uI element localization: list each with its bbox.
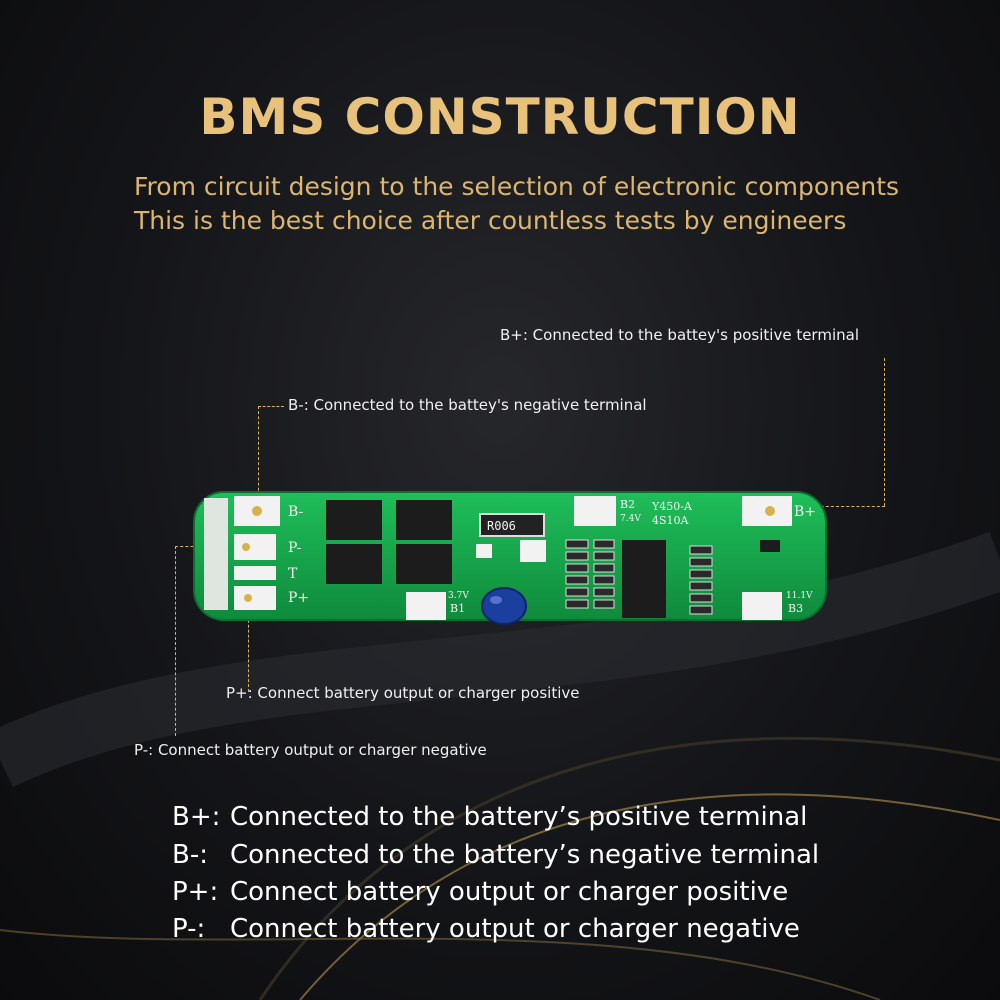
silk-b1: B1 [450,602,465,615]
callout-b-plus: B+: Connected to the battey's positive t… [500,326,859,344]
protection-ic [622,540,666,618]
leader-b-plus-h [790,506,885,507]
pad-label-b-plus: B+ [794,504,816,520]
silk-b2: B2 [620,498,635,511]
silk-7-4v: 7.4V [620,514,641,524]
legend-key: B+: [172,802,221,832]
legend-text: Connect battery output or charger positi… [230,877,789,907]
connector-strip [204,498,228,610]
leader-b-minus-v [258,406,259,506]
legend-key: P+: [172,877,219,907]
leader-p-minus-v [175,546,176,736]
silk-y450-a: Y450-A [651,500,693,513]
resistor-marking: R006 [487,519,516,533]
shunt-resistor [479,513,545,537]
pad-label-b-minus: B- [288,504,304,520]
thermistor [481,587,527,625]
mosfet-1 [326,500,382,540]
callout-b-minus: B-: Connected to the battey's negative t… [288,396,647,414]
pad-b1 [406,592,446,620]
mosfet-3 [396,500,452,540]
page-title: BMS CONSTRUCTION [199,88,801,146]
silk-3-7v: 3.7V [448,591,469,601]
chip-resistor-array-right [689,545,713,615]
callout-p-minus: P-: Connect battery output or charger ne… [134,741,487,759]
leader-p-plus-v [248,600,249,692]
mosfet-2 [326,544,382,584]
bms-pcb-board: B- P- T P+ R006 B+ B2 7.4V Y450-A 4S10A … [193,491,827,625]
chip-resistor-array-left [565,539,615,609]
pad-label-p-plus: P+ [288,590,309,606]
silk-b3: B3 [788,602,803,615]
legend-row-b-plus: B+: Connected to the battery’s positive t… [172,802,807,832]
pad-b2 [574,496,616,526]
component-pad-2 [520,540,546,562]
pad-label-p-minus: P- [288,540,302,556]
component-pad-1 [476,544,492,558]
legend-row-p-plus: P+: Connect battery output or charger pos… [172,877,788,907]
legend-row-b-minus: B-: Connected to the battery’s negative t… [172,840,819,870]
pad-t [234,566,276,580]
legend-text: Connected to the battery’s negative term… [230,840,820,870]
pad-p-minus [234,534,276,560]
leader-b-plus-v [884,358,885,506]
legend-key: P-: [172,914,206,944]
pad-b3 [742,592,782,620]
silk-11-1v: 11.1V [786,591,813,601]
subtitle-line-1: From circuit design to the selection of … [134,172,900,201]
mosfet-4 [396,544,452,584]
legend-text: Connect battery output or charger negati… [230,914,800,944]
callout-p-plus: P+: Connect battery output or charger po… [226,684,580,702]
leader-b-minus-h [258,406,284,407]
pad-label-t: T [288,566,298,582]
pad-p-plus [234,586,276,610]
legend-row-p-minus: P-: Connect battery output or charger neg… [172,914,800,944]
subtitle-line-2: This is the best choice after countless … [134,206,847,235]
silk-4s10a: 4S10A [652,514,690,527]
legend-text: Connected to the battery’s positive term… [230,802,808,832]
legend-key: B-: [172,840,208,870]
small-transistor [760,540,780,552]
